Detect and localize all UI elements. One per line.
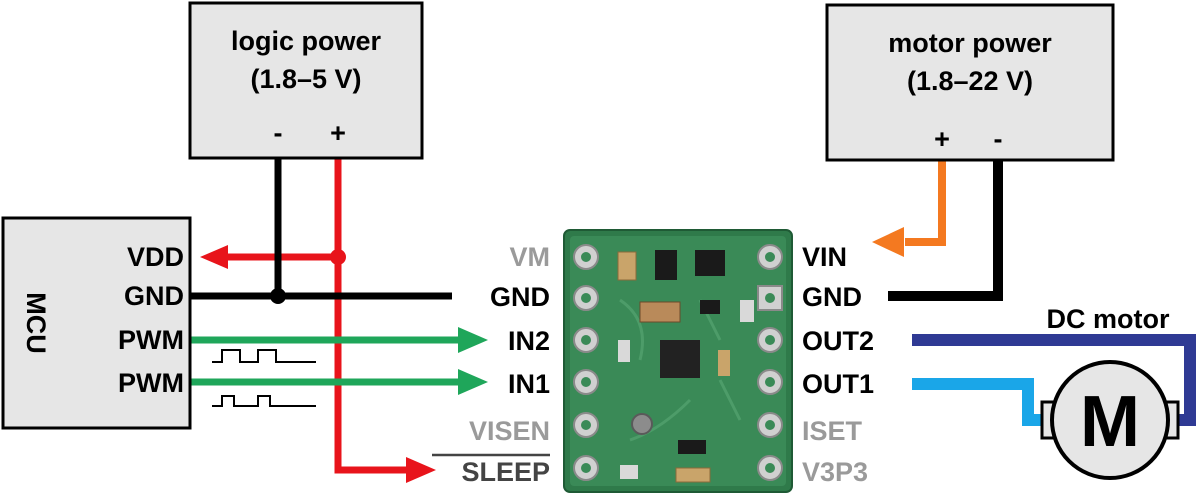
board-pin-vm: VM bbox=[510, 242, 551, 272]
in1-arrowhead bbox=[458, 369, 488, 395]
board-pin-out2: OUT2 bbox=[802, 326, 874, 356]
logic-power-title: logic power bbox=[231, 26, 382, 56]
board-pin-sleep: SLEEP bbox=[461, 457, 550, 487]
logic-power-box bbox=[188, 1, 424, 160]
logic-power-range: (1.8–5 V) bbox=[250, 64, 361, 94]
motor-title: DC motor bbox=[1047, 304, 1170, 334]
logic-power-minus-label: - bbox=[274, 118, 283, 148]
logic-power-plus-label: + bbox=[330, 118, 346, 148]
driver-board bbox=[563, 229, 793, 493]
board-pin-v3p3: V3P3 bbox=[802, 457, 868, 487]
mcu-box bbox=[1, 216, 192, 430]
vdd-junction-dot bbox=[330, 249, 346, 265]
vin-arrowhead bbox=[872, 227, 904, 257]
sleep-arrowhead bbox=[406, 457, 436, 483]
mcu-label: MCU bbox=[21, 292, 51, 354]
out2-wire bbox=[912, 334, 1196, 426]
motor-power-minus-wire bbox=[888, 160, 1003, 301]
motor-power-box bbox=[825, 3, 1115, 162]
board-pin-visen: VISEN bbox=[469, 416, 550, 446]
board-pin-in1: IN1 bbox=[508, 369, 550, 399]
gnd-junction-dot bbox=[270, 288, 286, 304]
board-pin-gnd-right: GND bbox=[802, 282, 862, 312]
board-pin-iset: ISET bbox=[802, 416, 863, 446]
board-pin-vin: VIN bbox=[802, 242, 847, 272]
out1-wire bbox=[912, 378, 1048, 426]
in2-arrowhead bbox=[458, 327, 488, 353]
motor-symbol-letter: M bbox=[1080, 382, 1140, 462]
mcu-pin-vdd: VDD bbox=[127, 242, 184, 272]
board-pin-gnd-left: GND bbox=[490, 282, 550, 312]
motor-power-plus-label: + bbox=[934, 124, 950, 154]
board-pin-in2: IN2 bbox=[508, 326, 550, 356]
mcu-pin-pwm-1: PWM bbox=[118, 325, 184, 355]
pwm-waveform-2 bbox=[212, 395, 316, 407]
motor-power-plus-wire bbox=[905, 160, 946, 246]
vdd-arrowhead bbox=[200, 245, 228, 269]
motor-symbol bbox=[1050, 360, 1170, 480]
motor-power-title: motor power bbox=[888, 28, 1052, 58]
logic-power-wire bbox=[334, 158, 408, 474]
mcu-pin-pwm-2: PWM bbox=[118, 368, 184, 398]
board-pin-out1: OUT1 bbox=[802, 369, 874, 399]
mcu-pin-gnd: GND bbox=[124, 281, 184, 311]
motor-power-range: (1.8–22 V) bbox=[907, 66, 1033, 96]
pwm-waveform-1 bbox=[212, 349, 316, 363]
motor-power-minus-label: - bbox=[994, 124, 1003, 154]
